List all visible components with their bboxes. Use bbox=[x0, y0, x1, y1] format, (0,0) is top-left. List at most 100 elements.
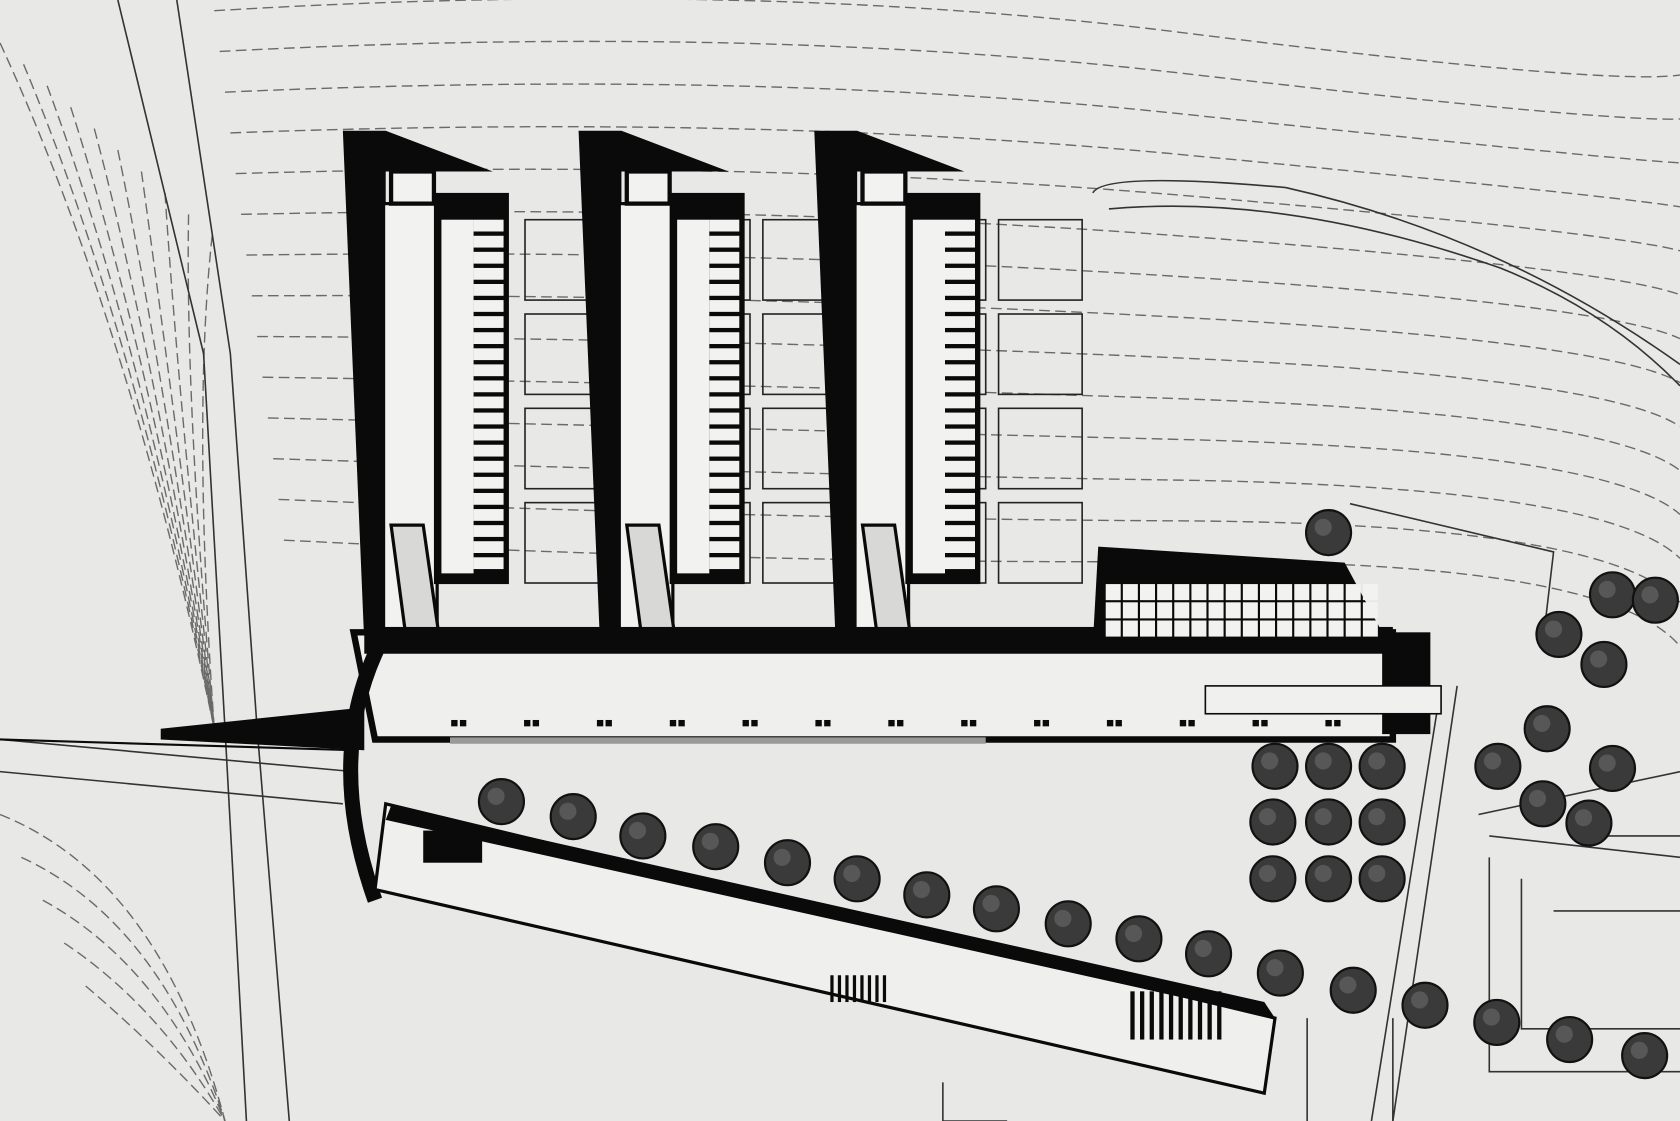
tree-highlight bbox=[1368, 808, 1386, 826]
stair-step bbox=[945, 380, 975, 393]
annex-cell bbox=[1260, 620, 1275, 637]
tower-spine-wall bbox=[578, 130, 729, 644]
tree-highlight bbox=[1483, 752, 1502, 770]
contour-line bbox=[235, 168, 1680, 252]
tower-head bbox=[388, 169, 437, 206]
parking-mark: ▪▪ bbox=[669, 716, 686, 731]
tower-corridor bbox=[912, 219, 945, 574]
tree-highlight bbox=[1258, 808, 1277, 826]
contour-line bbox=[93, 128, 215, 729]
tree-highlight bbox=[982, 894, 1000, 913]
annex-cell bbox=[1140, 584, 1155, 601]
annex-cell bbox=[1294, 620, 1310, 637]
tree-highlight bbox=[1630, 1041, 1648, 1059]
stair-step bbox=[837, 975, 842, 1003]
stair-step bbox=[945, 316, 975, 328]
tree-highlight bbox=[1528, 789, 1547, 807]
annex-cell bbox=[1122, 584, 1138, 601]
stair-step bbox=[709, 219, 740, 232]
annex-cell bbox=[1242, 602, 1258, 619]
parking-mark: ▪▪ bbox=[1324, 716, 1341, 731]
stair-step bbox=[945, 412, 975, 425]
stair-step bbox=[709, 348, 740, 361]
diagonal-wing-wall bbox=[385, 805, 1275, 1019]
stair-step bbox=[709, 267, 740, 280]
annex-cell bbox=[1362, 620, 1378, 637]
access-wedge bbox=[160, 707, 365, 751]
stair-step bbox=[1149, 991, 1154, 1040]
tree-highlight bbox=[1125, 924, 1143, 943]
annex-cell bbox=[1294, 584, 1310, 601]
tree-highlight bbox=[773, 848, 791, 866]
annex-cell bbox=[1225, 584, 1241, 601]
parking-mark: ▪▪ bbox=[450, 716, 467, 731]
annex-cell bbox=[1174, 620, 1190, 637]
contour-line bbox=[63, 942, 226, 1121]
stair-step bbox=[1188, 991, 1193, 1040]
contour-line bbox=[42, 899, 226, 1121]
tree-highlight bbox=[1641, 586, 1659, 604]
tree-highlight bbox=[1411, 991, 1429, 1009]
annex-cell bbox=[1208, 584, 1224, 601]
stair-step bbox=[845, 975, 849, 1003]
annex-cell bbox=[1311, 602, 1327, 619]
annex-cell bbox=[1242, 584, 1258, 601]
tree-highlight bbox=[1598, 580, 1616, 599]
stair-step bbox=[945, 332, 975, 345]
access-road bbox=[0, 738, 354, 752]
stair-step bbox=[945, 300, 975, 312]
curved-wall bbox=[343, 628, 393, 903]
contour-line bbox=[22, 64, 215, 729]
annex-cell bbox=[1191, 602, 1207, 619]
stair-step bbox=[830, 975, 834, 1003]
tree-highlight bbox=[843, 864, 861, 883]
stair-step bbox=[473, 316, 504, 328]
contour-line bbox=[278, 498, 1680, 603]
annex-cell bbox=[1311, 620, 1327, 637]
annex-cell bbox=[1328, 602, 1344, 619]
stair-step bbox=[945, 460, 975, 473]
contour-line bbox=[257, 335, 1680, 428]
stair-step bbox=[473, 444, 504, 457]
contour-line bbox=[246, 253, 1680, 340]
contour-line bbox=[262, 376, 1680, 472]
stair-step bbox=[1197, 991, 1203, 1040]
contour-line bbox=[0, 813, 226, 1121]
stair-step bbox=[1207, 991, 1212, 1040]
stair-step bbox=[709, 428, 740, 441]
annex-cell bbox=[1157, 602, 1173, 619]
stair-step bbox=[709, 492, 740, 505]
annex-cell bbox=[1157, 620, 1173, 637]
tree-highlight bbox=[1258, 864, 1277, 883]
contour-line bbox=[219, 40, 1680, 120]
parking-mark: ▪▪ bbox=[1033, 716, 1050, 731]
stair-step bbox=[945, 364, 975, 377]
stair-ladder bbox=[709, 219, 740, 570]
stair-step bbox=[945, 509, 975, 521]
tree-highlight bbox=[1314, 752, 1332, 770]
diagonal-wing-entrance bbox=[423, 830, 483, 863]
stair-ladder bbox=[473, 219, 504, 570]
annex-cell bbox=[1277, 602, 1293, 619]
stair-step bbox=[473, 476, 504, 489]
stair-step bbox=[945, 492, 975, 505]
stair-step bbox=[473, 509, 504, 521]
annex-cell bbox=[1277, 584, 1293, 601]
contour-line bbox=[224, 83, 1680, 164]
stair-step bbox=[945, 396, 975, 409]
parking-mark: ▪▪ bbox=[523, 716, 540, 731]
end-tower bbox=[1382, 632, 1431, 735]
annex-cell bbox=[1191, 584, 1207, 601]
stair-step bbox=[945, 444, 975, 457]
tree-highlight bbox=[1261, 752, 1279, 770]
end-ramp bbox=[1204, 685, 1442, 715]
contour-line bbox=[187, 214, 215, 729]
contour-line bbox=[21, 856, 226, 1121]
stair-step bbox=[709, 557, 740, 570]
stair-step bbox=[1217, 991, 1222, 1040]
stair-step bbox=[1168, 991, 1174, 1040]
annex-cell bbox=[1328, 584, 1344, 601]
stair-step bbox=[709, 316, 740, 328]
stair-step bbox=[945, 219, 975, 232]
